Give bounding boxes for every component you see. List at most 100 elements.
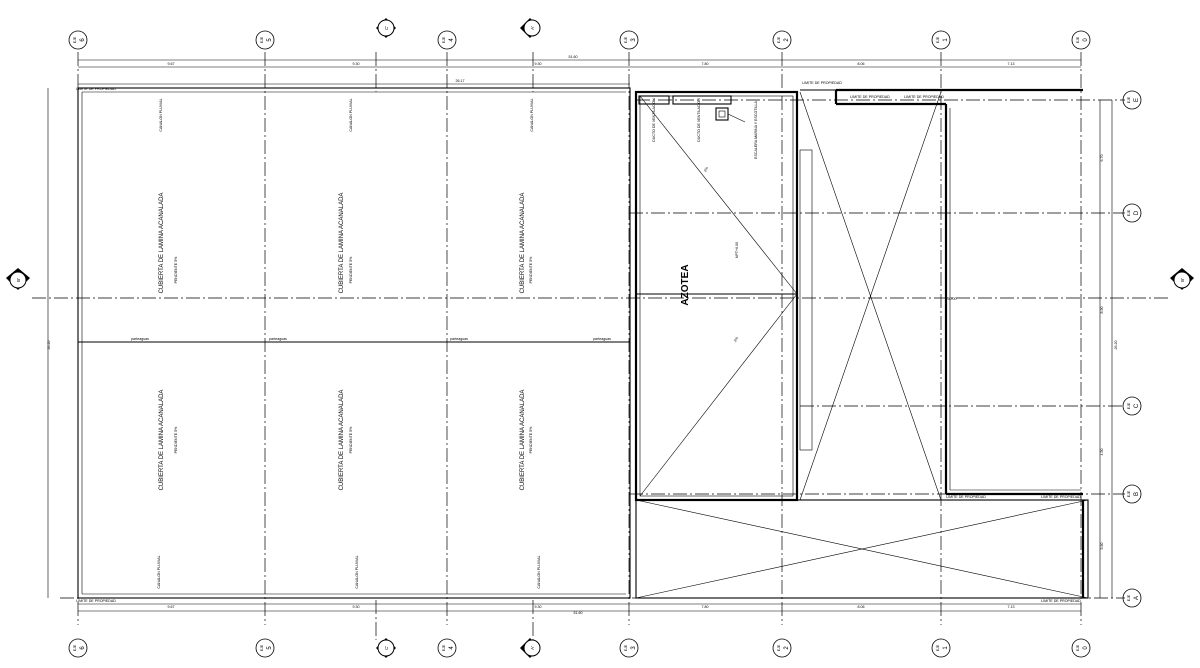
dim-span-2-bottom: 9.30 [353, 605, 360, 609]
gutter-label-2: CANALON PLUVIAL [349, 98, 353, 131]
svg-text:1: 1 [943, 646, 949, 650]
property-label-7: LIMITE DE PROPIEDAD [946, 495, 986, 499]
dim-span-3-top: 9.30 [535, 62, 542, 66]
dim-span-1-top: 9.67 [168, 62, 175, 66]
gutter-label-3: CANALON PLUVIAL [530, 98, 534, 131]
vent-label-2: DUCTO DE VENTILACION [697, 98, 701, 142]
roof-label-1: CUBIERTA DE LAMINA ACANALADA [159, 193, 165, 294]
svg-text:4: 4 [449, 646, 455, 650]
dim-small-30: 30.00 [948, 297, 957, 301]
dim-v-2: 8.90 [1100, 307, 1104, 314]
slope-label-6: PENDIENTE 5% [529, 426, 533, 454]
svg-text:5: 5 [267, 646, 273, 650]
building-outline [77, 87, 1089, 599]
svg-text:0: 0 [1083, 38, 1089, 42]
vent-label-1: DUCTO DE VENTILACION [652, 98, 656, 142]
svg-text:2: 2 [784, 646, 790, 650]
svg-text:3: 3 [631, 646, 637, 650]
section-marker-c-bottom: C' [376, 638, 396, 658]
roof-label-6: CUBIERTA DE LAMINA ACANALADA [520, 390, 526, 491]
svg-text:EJE: EJE [1076, 644, 1080, 651]
dim-span-5-top: 8.06 [858, 62, 865, 66]
dim-v-1: 6.70 [1100, 155, 1104, 162]
svg-text:EJE: EJE [1076, 36, 1080, 43]
svg-text:EJE: EJE [442, 644, 446, 651]
dim-span-5-bottom: 8.06 [858, 605, 865, 609]
dimension-lines [47, 59, 1113, 612]
svg-text:EJE: EJE [1127, 96, 1131, 103]
dimension-texts: 51.60 9.67 9.30 9.30 7.80 8.06 7.13 26.1… [47, 55, 1118, 615]
svg-text:C': C' [384, 646, 389, 650]
svg-text:EJE: EJE [260, 36, 264, 43]
svg-text:EJE: EJE [1127, 209, 1131, 216]
gutter-label-6: CANALON PLUVIAL [537, 555, 541, 588]
slope-2-label-1: 2% [703, 166, 709, 173]
svg-text:EJE: EJE [624, 36, 628, 43]
svg-text:EJE: EJE [1127, 594, 1131, 601]
slope-label-5: PENDIENTE 5% [349, 426, 353, 454]
svg-text:EJE: EJE [936, 644, 940, 651]
svg-text:D: D [1134, 210, 1140, 215]
dim-total-bottom: 51.60 [574, 611, 583, 615]
slope-label-3: PENDIENTE 5% [529, 256, 533, 284]
svg-text:B: B [1134, 492, 1140, 496]
ladder-label: ESCALERA MARINA Y ESCOTILLA [754, 101, 758, 159]
svg-text:EJE: EJE [624, 644, 628, 651]
svg-text:6: 6 [80, 646, 86, 650]
property-label-5: LIMITE DE PROPIEDAD [850, 95, 890, 99]
svg-text:C': C' [384, 26, 389, 30]
svg-text:E: E [1134, 98, 1140, 102]
svg-text:6: 6 [80, 38, 86, 42]
svg-text:EJE: EJE [1127, 402, 1131, 409]
property-label-2: LIMITE DE PROPIEDAD [76, 599, 116, 603]
dim-span-6-bottom: 7.13 [1008, 605, 1015, 609]
svg-text:EJE: EJE [442, 36, 446, 43]
svg-text:2: 2 [784, 38, 790, 42]
svg-text:1: 1 [943, 38, 949, 42]
svg-text:A': A' [530, 646, 535, 650]
section-marker-b-left: B' [6, 268, 30, 290]
ridge-label-2: parteaguas [269, 337, 287, 341]
svg-text:B': B' [1180, 278, 1185, 282]
section-marker-a-top: A' [520, 18, 541, 38]
horizontal-axis-lines [32, 52, 1170, 640]
svg-text:EJE: EJE [777, 644, 781, 651]
dim-mid-top: 26.17 [456, 79, 465, 83]
dim-v-4: 5.80 [1100, 543, 1104, 550]
svg-text:3: 3 [631, 38, 637, 42]
roof-label-2: CUBIERTA DE LAMINA ACANALADA [339, 193, 345, 294]
dim-v-3: 4.50 [1100, 449, 1104, 456]
svg-text:0: 0 [1083, 646, 1089, 650]
dim-span-4-top: 7.80 [702, 62, 709, 66]
gutter-label-5: CANALON PLUVIAL [355, 555, 359, 588]
property-label-3: LIMITE DE PROPIEDAD [1041, 599, 1081, 603]
svg-text:EJE: EJE [73, 36, 77, 43]
property-label-8: LIMITE DE PROPIEDAD [1041, 495, 1081, 499]
svg-text:EJE: EJE [260, 644, 264, 651]
dim-span-1-bottom: 9.67 [168, 605, 175, 609]
dim-span-3-bottom: 9.30 [535, 605, 542, 609]
gutter-label-1: CANALON PLUVIAL [159, 98, 163, 131]
property-label-1: LIMITE DE PROPIEDAD [76, 87, 116, 91]
dim-span-4-bottom: 7.80 [702, 605, 709, 609]
ridge-label-4: parteaguas [593, 337, 611, 341]
roof-labels: CUBIERTA DE LAMINA ACANALADA CUBIERTA DE… [76, 81, 1081, 603]
svg-text:C: C [1134, 403, 1140, 408]
svg-text:A: A [1134, 596, 1140, 600]
